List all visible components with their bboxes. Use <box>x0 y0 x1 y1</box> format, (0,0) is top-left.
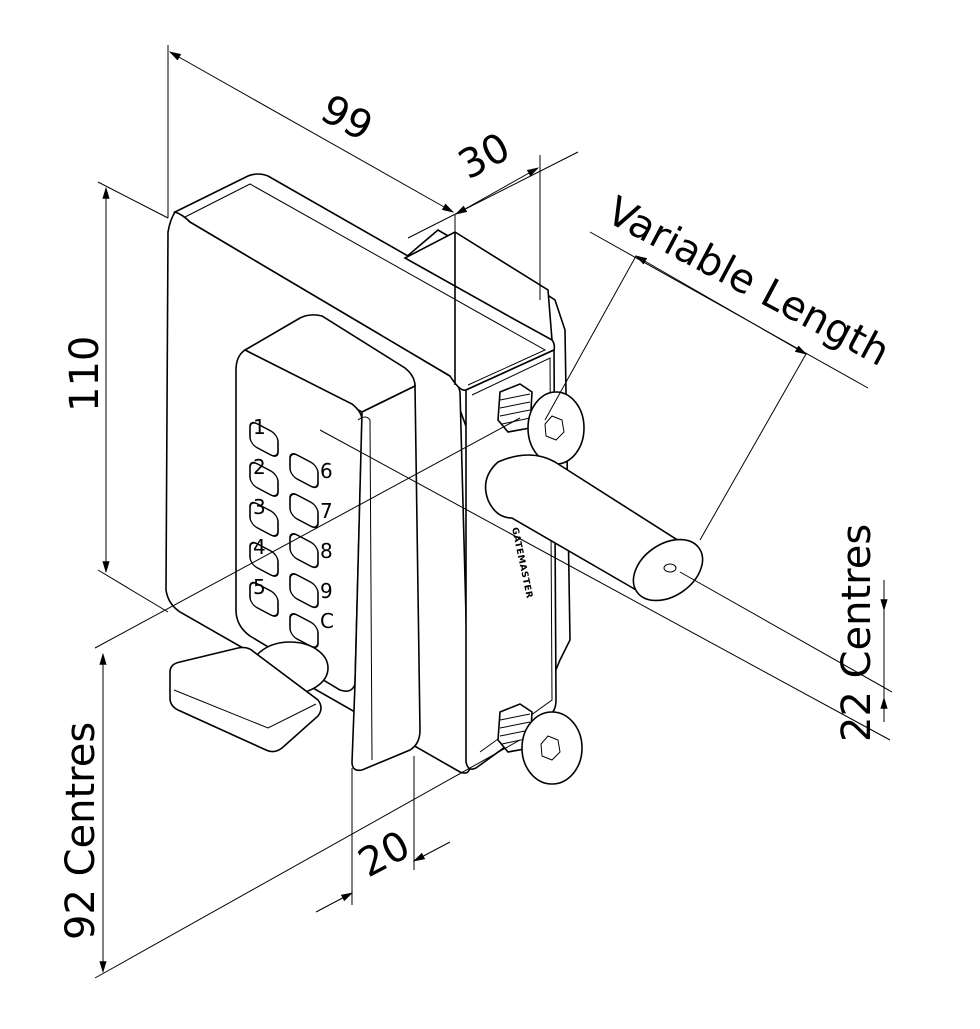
key-label: 4 <box>253 535 266 559</box>
key-label: 1 <box>253 415 266 439</box>
hex-socket-icon <box>544 415 565 441</box>
dimension-lines <box>94 45 893 979</box>
rear-boss <box>403 231 553 342</box>
thread-lines-bottom <box>499 713 531 745</box>
dim-knob-offset-label: 20 <box>351 822 418 887</box>
dim-height-label: 110 <box>62 336 108 412</box>
dim-width-label: 99 <box>313 86 380 151</box>
keypad-top <box>243 314 416 413</box>
key-button[interactable] <box>289 491 319 530</box>
key-label: 5 <box>253 575 266 599</box>
key-button[interactable] <box>289 571 319 610</box>
dim-bolt-length-label: Variable Length <box>599 188 897 375</box>
key-label: 8 <box>320 539 333 563</box>
key-button[interactable] <box>289 611 319 650</box>
screw-bottom <box>497 703 583 785</box>
turn-knob[interactable] <box>169 641 329 753</box>
bolt-end <box>632 538 704 602</box>
key-label: 3 <box>253 495 266 519</box>
key-label: 7 <box>320 499 333 523</box>
key-label: C <box>320 609 334 633</box>
dim-depth-label: 30 <box>451 124 518 189</box>
key-label: 2 <box>253 455 266 479</box>
knob-edge <box>173 689 317 729</box>
key-button[interactable] <box>249 460 279 499</box>
knob-handle[interactable] <box>169 646 322 753</box>
hex-socket-icon <box>540 735 561 761</box>
key-button[interactable] <box>249 420 279 459</box>
thread-lines-top <box>499 393 531 425</box>
key-label: 6 <box>320 459 333 483</box>
keypad-right-column: 6 7 8 9 C <box>289 451 334 650</box>
key-button[interactable] <box>289 531 319 570</box>
screw-top <box>497 383 585 465</box>
screw-head-bottom <box>521 711 583 785</box>
dim-bolt-centres-label: 22 Centres <box>834 524 880 742</box>
latch-bolt <box>484 454 704 602</box>
screw-thread-top <box>497 383 533 433</box>
keypad-side-edge <box>357 416 373 761</box>
key-button[interactable] <box>289 451 319 490</box>
bolt-centre <box>663 563 677 573</box>
dim-screw-centres-label: 92 Centres <box>58 722 104 940</box>
keypad-left-column: 1 2 3 4 5 <box>249 415 279 619</box>
key-label: 9 <box>320 579 333 603</box>
keypad-side <box>351 384 421 772</box>
key-button[interactable] <box>249 580 279 619</box>
key-button[interactable] <box>249 540 279 579</box>
key-button[interactable] <box>249 500 279 539</box>
screw-head-top <box>527 391 585 465</box>
